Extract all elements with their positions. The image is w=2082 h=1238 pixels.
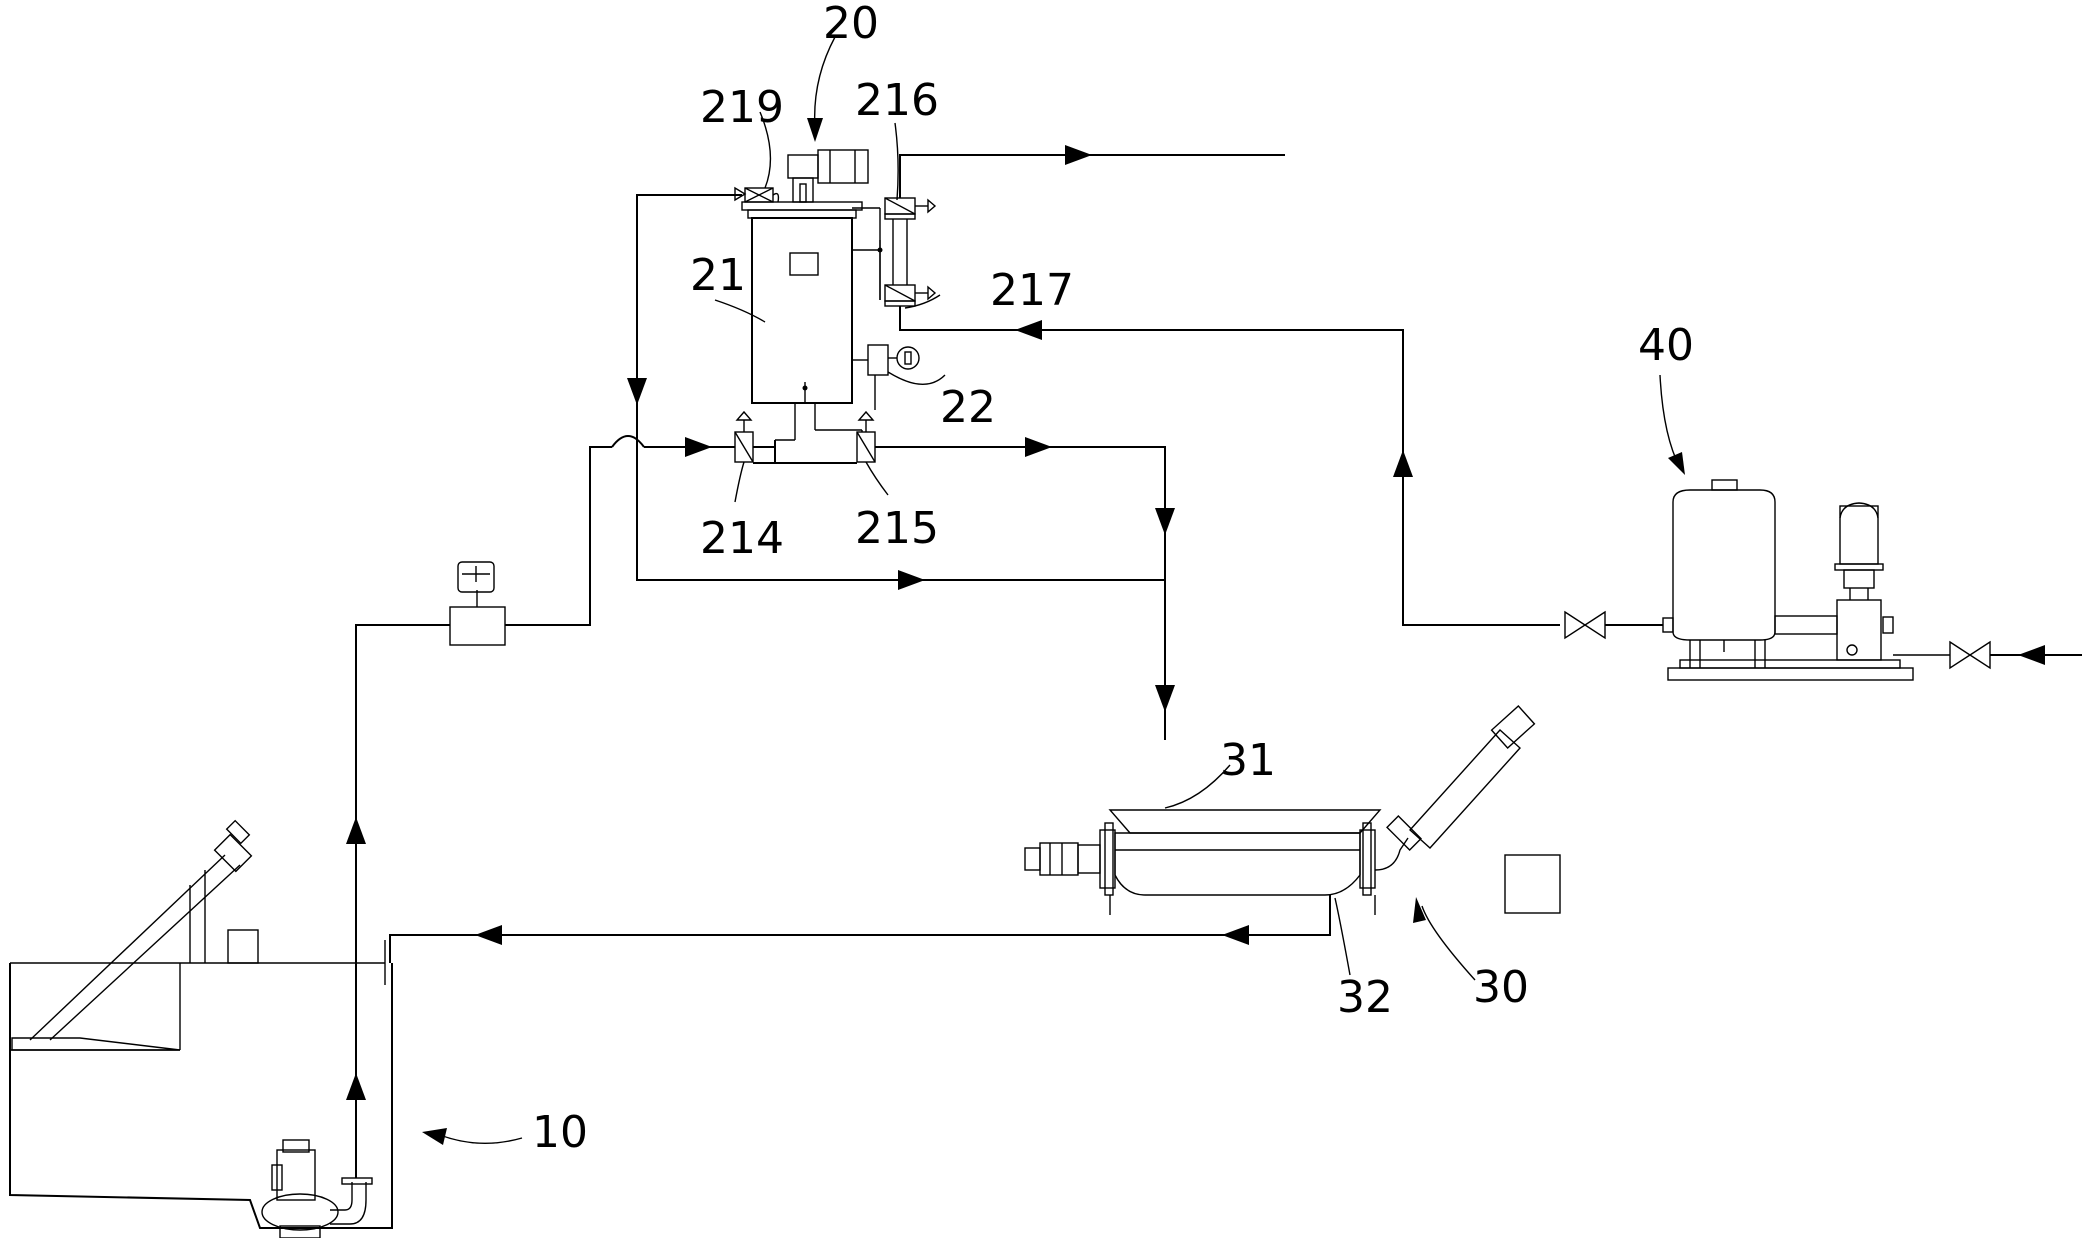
gate-valve-icon bbox=[1564, 610, 1606, 640]
booster-pump-skid bbox=[1403, 479, 2082, 681]
filter-unit bbox=[627, 145, 1560, 740]
label-40: 40 bbox=[1638, 320, 1694, 371]
flow-arrow-down-2 bbox=[627, 378, 647, 405]
flow-arrow-left-1 bbox=[1015, 320, 1042, 340]
flow-arrow-right-3 bbox=[898, 570, 925, 590]
label-31: 31 bbox=[1220, 735, 1276, 786]
flow-arrow-down-1 bbox=[1155, 508, 1175, 535]
pressure-gauge-icon bbox=[852, 344, 920, 410]
label-219: 219 bbox=[700, 82, 784, 133]
valve-217 bbox=[884, 284, 937, 307]
gate-valve-icon bbox=[1949, 640, 1991, 670]
flow-arrow-right-1 bbox=[685, 437, 712, 457]
pump-discharge-line bbox=[346, 624, 450, 1178]
flow-arrow-left-4 bbox=[2018, 645, 2045, 665]
flow-arrow-up-2 bbox=[346, 817, 366, 844]
submersible-pump-icon bbox=[261, 1139, 373, 1238]
hopper-31 bbox=[1108, 809, 1382, 834]
filter-tank bbox=[751, 217, 853, 404]
flow-arrow-up-1 bbox=[346, 1073, 366, 1100]
motor-icon bbox=[787, 149, 869, 203]
flow-arrow-left-3 bbox=[475, 925, 502, 945]
flow-meter bbox=[449, 435, 735, 646]
control-box bbox=[1504, 854, 1561, 914]
flow-arrow-left-2 bbox=[1222, 925, 1249, 945]
label-214: 214 bbox=[700, 513, 784, 564]
flow-arrow-down-3 bbox=[1155, 685, 1175, 712]
label-10: 10 bbox=[532, 1107, 588, 1158]
label-20: 20 bbox=[823, 0, 879, 49]
label-30: 30 bbox=[1473, 962, 1529, 1013]
label-217: 217 bbox=[990, 265, 1074, 316]
label-32: 32 bbox=[1337, 972, 1393, 1023]
label-215: 215 bbox=[855, 503, 939, 554]
label-22: 22 bbox=[940, 382, 996, 433]
callout-labels: 20 219 216 21 217 22 214 215 40 31 32 30… bbox=[532, 0, 1694, 1158]
label-216: 216 bbox=[855, 75, 939, 126]
inspection-window bbox=[789, 252, 819, 276]
flow-arrow-up-3 bbox=[1393, 450, 1413, 477]
flow-arrow-right-2 bbox=[1025, 437, 1052, 457]
sump-basin bbox=[9, 940, 393, 1229]
label-21: 21 bbox=[690, 250, 746, 301]
screw-press bbox=[389, 705, 1561, 963]
valve-216 bbox=[884, 197, 937, 220]
valve-214 bbox=[732, 410, 754, 463]
inclined-screw-conveyor bbox=[29, 819, 259, 1041]
valve-215 bbox=[856, 410, 876, 463]
flow-arrow-right-4 bbox=[1065, 145, 1092, 165]
leader-lines bbox=[422, 36, 1685, 1145]
